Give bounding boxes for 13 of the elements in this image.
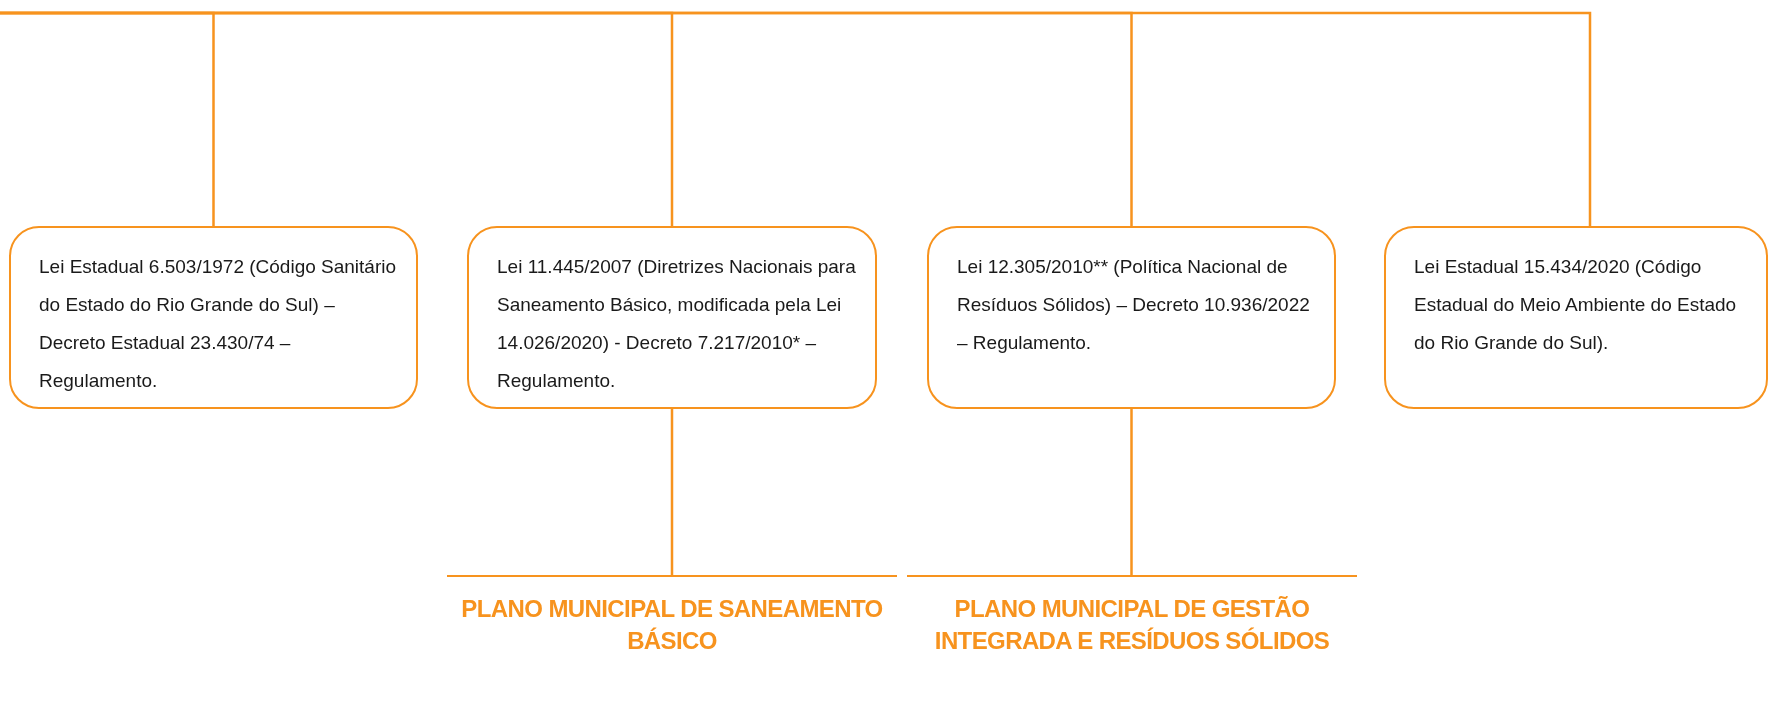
connector-line: [0, 11, 1592, 226]
law-box: [927, 226, 1336, 409]
plan-title: PLANO MUNICIPAL DE GESTÃO INTEGRADA E RESÍDUOS SÓLIDOS: [933, 594, 1331, 656]
law-text: Lei 11.445/2007 (Diretrizes Nacionais para Saneamento Básico, modificada pela Lei 14.026/2020) - Decreto 7.217/2010* – Regulamento.: [497, 255, 857, 393]
law-text: Lei Estadual 15.434/2020 (Código Estadual do Meio Ambiente do Estado do Rio Grande do Sul).: [1414, 255, 1738, 355]
plan-title: PLANO MUNICIPAL DE SANEAMENTO BÁSICO: [460, 594, 884, 656]
law-text: Lei Estadual 6.503/1972 (Código Sanitário do Estado do Rio Grande do Sul) – Decreto Estadual 23.430/74 – Regulamento.: [39, 255, 398, 393]
law-box: [1384, 226, 1768, 409]
connector-line: [1130, 409, 1133, 575]
law-text: Lei 12.305/2010** (Política Nacional de Resíduos Sólidos) – Decreto 10.936/2022 – Regulamento.: [957, 255, 1311, 355]
law-box: [467, 226, 877, 409]
law-box: [9, 226, 418, 409]
connector-line: [670, 409, 674, 575]
